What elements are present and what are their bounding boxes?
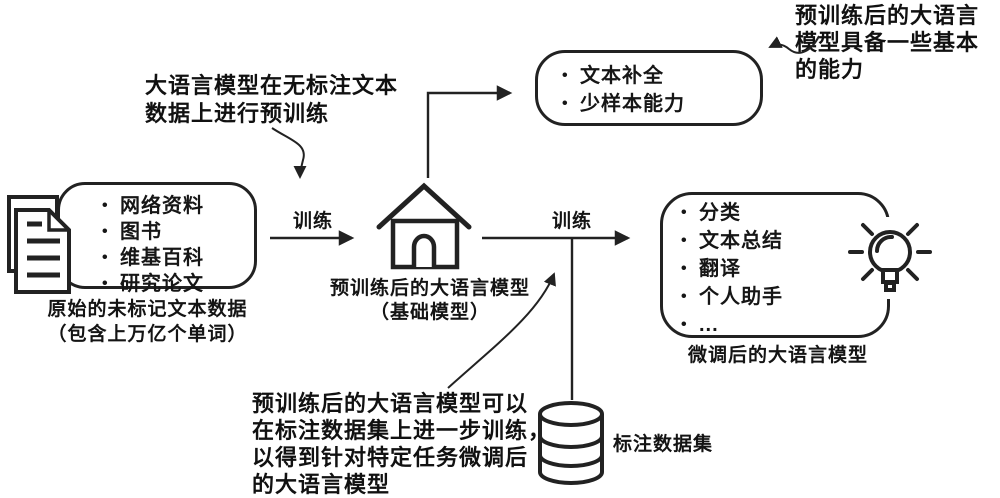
raw-data-item: 维基百科 — [102, 245, 254, 271]
pretrain-note-arrow — [271, 127, 307, 179]
pretrain-annotation: 大语言模型在无标注文本 数据上进行预训练 — [145, 73, 399, 126]
finetuned-box: 分类 文本总结 翻译 个人助手 ... — [660, 192, 890, 338]
raw-data-list: 网络资料 图书 维基百科 研究论文 — [60, 185, 254, 297]
task-item: 分类 — [681, 199, 887, 227]
finetuned-task-list: 分类 文本总结 翻译 个人助手 ... — [663, 195, 887, 339]
base-to-capabilities-arrow — [426, 85, 513, 178]
raw-data-caption: 原始的未标记文本数据 （包含上万亿个单词） — [47, 299, 248, 345]
capability-item: 文本补全 — [562, 62, 760, 90]
task-item: 个人助手 — [681, 283, 887, 311]
base-model-caption: 预训练后的大语言模型 （基础模型） — [329, 278, 530, 323]
raw-data-item: 网络资料 — [102, 193, 254, 219]
capability-annotation: 预训练后的大语言 模型具备一些基本 的能力 — [795, 3, 980, 82]
task-item: 翻译 — [681, 255, 887, 283]
house-icon — [376, 182, 472, 270]
task-item: 文本总结 — [681, 227, 887, 255]
dataset-label: 标注数据集 — [613, 434, 714, 455]
train-arrow-2-label: 训练 — [551, 211, 592, 232]
capabilities-list: 文本补全 少样本能力 — [538, 53, 760, 118]
raw-data-item: 研究论文 — [102, 271, 254, 297]
train-arrow-1-label: 训练 — [292, 211, 333, 232]
finetuned-caption: 微调后的大语言模型 — [687, 345, 868, 366]
capability-item: 少样本能力 — [562, 90, 760, 118]
raw-data-item: 图书 — [102, 219, 254, 245]
finetune-annotation: 预训练后的大语言模型可以 在标注数据集上进一步训练， 以得到针对特定任务微调后 … — [252, 391, 552, 497]
task-item: ... — [681, 311, 887, 339]
raw-data-box: 网络资料 图书 维基百科 研究论文 — [57, 182, 257, 295]
capabilities-box: 文本补全 少样本能力 — [535, 50, 763, 126]
